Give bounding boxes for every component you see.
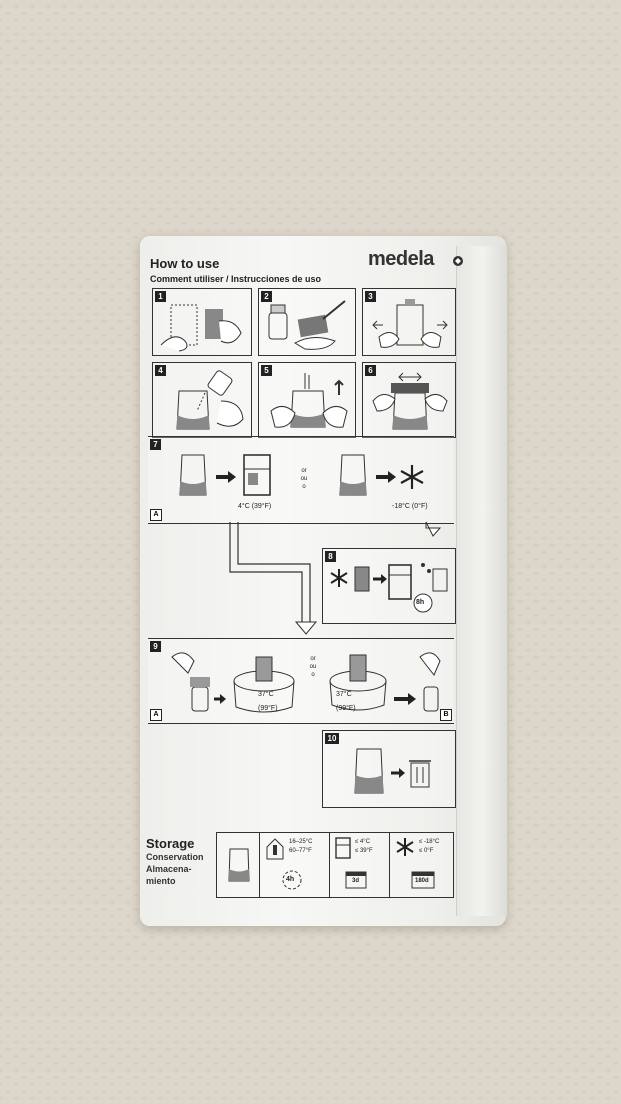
storage-label-es-1: Almacena- bbox=[146, 864, 192, 874]
step-number: 8 bbox=[325, 551, 336, 562]
warm-in-pan-method-b-icon bbox=[329, 652, 441, 712]
warm-temp-f-label-a: (99°F) bbox=[258, 705, 278, 712]
calendar-icon bbox=[345, 871, 367, 889]
step-number: 10 bbox=[325, 733, 339, 744]
storage-label-es-2: miento bbox=[146, 876, 176, 886]
step-number: 5 bbox=[261, 365, 272, 376]
step-2-panel: 2 bbox=[258, 288, 356, 356]
or-label-stack: or ou o bbox=[294, 467, 314, 491]
warm-temp-f-label-b: (99°F) bbox=[336, 705, 356, 712]
writing-on-pouch-icon bbox=[268, 300, 346, 350]
option-a-tag: A bbox=[150, 509, 162, 521]
fridge-temp-f: ≤ 39°F bbox=[355, 848, 373, 854]
removing-air-icon bbox=[270, 373, 348, 428]
or-fr: ou bbox=[309, 664, 317, 670]
step-7-panel: 7 A 4°C (39°F) or ou o -18°C (0°F) bbox=[148, 436, 454, 524]
fridge-duration: 3d bbox=[352, 878, 360, 884]
flow-connector-arrows bbox=[229, 521, 442, 635]
brand-mark-icon bbox=[453, 256, 463, 266]
thaw-in-fridge-icon bbox=[330, 563, 448, 613]
how-to-use-heading: How to use bbox=[150, 256, 220, 271]
freezer-temp-label: -18°C (0°F) bbox=[392, 503, 428, 510]
side-seal-strip bbox=[456, 246, 507, 916]
storage-heading: Storage bbox=[146, 836, 195, 851]
option-a-tag: A bbox=[150, 709, 162, 721]
opening-pouch-icon bbox=[372, 299, 448, 348]
step-number: 6 bbox=[365, 365, 376, 376]
freezer-temp-f: ≤ 0°F bbox=[419, 848, 434, 854]
step-5-panel: 5 bbox=[258, 362, 356, 438]
step-8-panel: 8 8h bbox=[322, 548, 456, 624]
step-4-panel: 4 bbox=[152, 362, 252, 438]
step-10-panel: 10 bbox=[322, 730, 456, 808]
pouch-to-fridge-icon bbox=[179, 454, 271, 496]
snowflake-icon bbox=[396, 838, 414, 856]
step-number: 1 bbox=[155, 291, 166, 302]
step-number: 3 bbox=[365, 291, 376, 302]
storage-label-fr: Conservation bbox=[146, 852, 204, 862]
calendar-icon bbox=[411, 871, 435, 889]
step-1-panel: 1 bbox=[152, 288, 252, 356]
storage-divider bbox=[389, 833, 390, 897]
step-9-panel: 9 A B 37°C (99°F) or ou o 37°C (99°F) bbox=[148, 638, 454, 724]
step-number: 7 bbox=[150, 439, 161, 450]
or-en: or bbox=[301, 468, 307, 474]
clock-cycle-icon bbox=[282, 870, 302, 890]
fridge-temp-c: ≤ 4°C bbox=[355, 839, 371, 845]
warm-temp-c-label-a: 37°C bbox=[258, 691, 274, 698]
sealing-zipper-icon bbox=[372, 372, 448, 430]
or-label-stack: or ou o bbox=[304, 655, 322, 679]
storage-divider bbox=[259, 833, 260, 897]
step-number: 9 bbox=[150, 641, 161, 652]
pouch-to-freezer-icon bbox=[339, 454, 424, 496]
fridge-temp-label: 4°C (39°F) bbox=[238, 503, 272, 510]
brand-logo-text: medela bbox=[368, 248, 434, 270]
storage-table: 16–25°C 60–77°F 4h ≤ 4°C ≤ 39°F 3d ≤ -18… bbox=[216, 832, 454, 898]
room-duration: 4h bbox=[286, 876, 295, 883]
step-number: 4 bbox=[155, 365, 166, 376]
or-es: o bbox=[311, 672, 315, 678]
storage-pouch-icon bbox=[228, 848, 250, 882]
room-temperature-icon bbox=[266, 838, 284, 860]
option-b-tag: B bbox=[440, 709, 452, 721]
hand-tearing-pouch-icon bbox=[160, 304, 242, 352]
storage-divider bbox=[329, 833, 330, 897]
or-fr: ou bbox=[300, 476, 308, 482]
warm-temp-c-label-b: 37°C bbox=[336, 691, 352, 698]
step-number: 2 bbox=[261, 291, 272, 302]
room-temp-c: 16–25°C bbox=[289, 839, 313, 845]
or-en: or bbox=[310, 656, 316, 662]
pouring-milk-icon bbox=[176, 370, 244, 430]
fridge-icon bbox=[335, 837, 351, 859]
how-to-use-subheading: Comment utiliser / Instrucciones de uso bbox=[150, 274, 322, 284]
room-temp-f: 60–77°F bbox=[289, 848, 312, 854]
freezer-duration: 180d bbox=[415, 878, 429, 884]
or-es: o bbox=[302, 484, 306, 490]
warm-in-pan-method-a-icon bbox=[171, 652, 295, 713]
step-3-panel: 3 bbox=[362, 288, 456, 356]
thaw-duration-label: 8h bbox=[416, 599, 425, 606]
step-6-panel: 6 bbox=[362, 362, 456, 438]
discard-pouch-icon bbox=[354, 748, 431, 794]
freezer-temp-c: ≤ -18°C bbox=[419, 839, 440, 845]
breastmilk-storage-pouch-package: How to use Comment utiliser / Instruccio… bbox=[140, 236, 507, 926]
